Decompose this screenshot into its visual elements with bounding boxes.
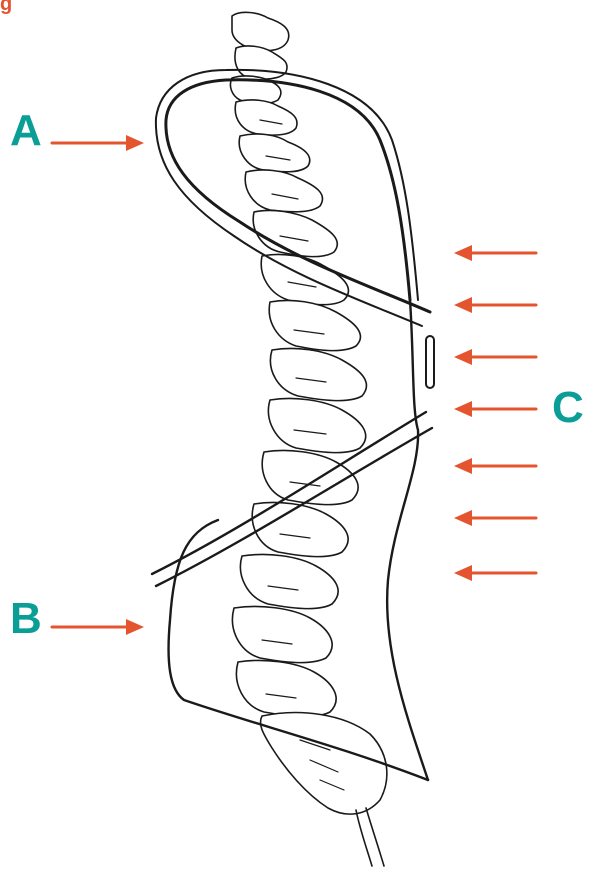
arrow-c-4: [454, 401, 536, 417]
page-title-fragment: g: [0, 0, 12, 14]
lumbar-vertebra: [262, 450, 358, 504]
arrow-a: [52, 135, 144, 151]
thoracic-vertebra: [235, 100, 297, 135]
cervical-vertebra: [232, 12, 289, 50]
thoracic-vertebra: [239, 134, 310, 172]
cervical-vertebra: [235, 46, 287, 79]
arrow-c-7: [454, 565, 536, 581]
lumbar-vertebra: [236, 660, 336, 716]
arrow-group-right: [454, 245, 536, 581]
label-b: B: [10, 597, 42, 641]
lumbar-vertebra: [268, 398, 365, 452]
thoracic-vertebra: [245, 170, 322, 212]
lumbar-vertebra: [240, 554, 338, 608]
arrow-c-2: [454, 297, 536, 313]
brace-pad: [426, 336, 434, 388]
label-c: C: [552, 386, 584, 430]
arrow-c-6: [454, 510, 536, 526]
arrow-c-3: [454, 349, 536, 365]
spine-column: [230, 12, 386, 866]
lumbar-vertebra: [270, 348, 366, 400]
arrow-b: [52, 619, 144, 635]
label-a: A: [10, 109, 42, 153]
sacrum: [260, 713, 386, 815]
arrow-c-5: [454, 458, 536, 474]
thoracic-vertebra: [261, 254, 348, 304]
brace-back-edge: [387, 300, 428, 780]
thoracic-vertebra: [269, 300, 360, 350]
arrow-c-1: [454, 245, 536, 261]
arrow-group-left: [52, 135, 144, 635]
lumbar-vertebra: [232, 606, 332, 662]
thoracic-vertebra: [253, 210, 337, 256]
